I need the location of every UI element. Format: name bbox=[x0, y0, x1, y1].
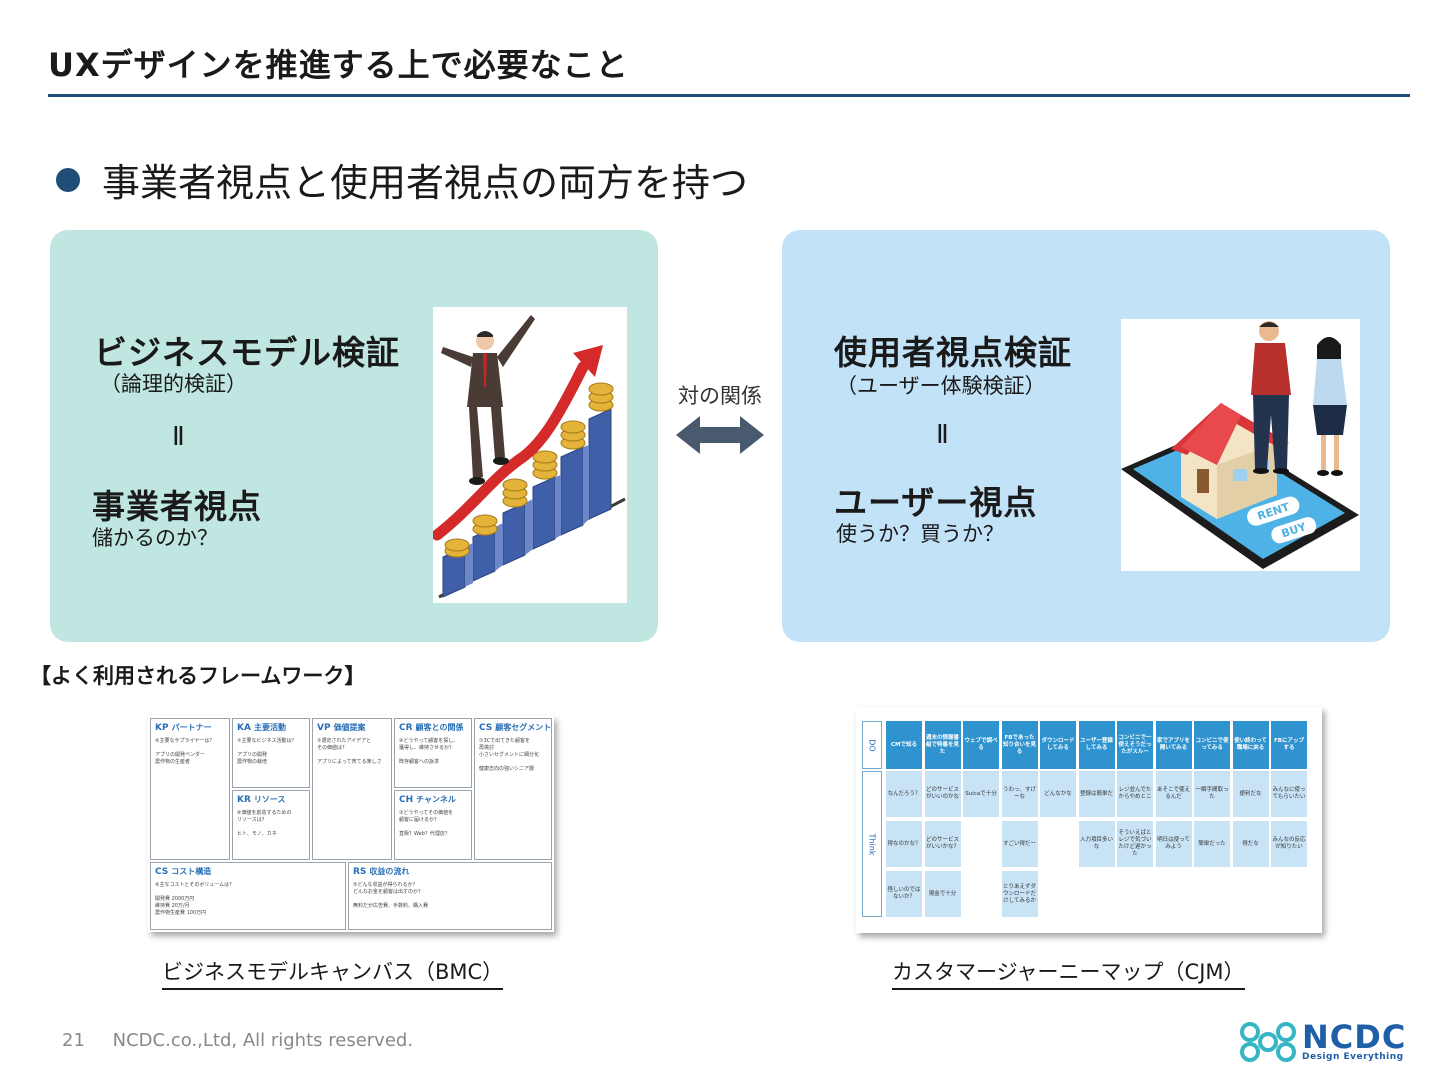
cjm-step-header: ユーザー登録してみる bbox=[1078, 721, 1115, 769]
equals-symbol: Ⅱ bbox=[936, 420, 949, 450]
main-bullet: 事業者視点と使用者視点の両方を持つ bbox=[56, 152, 748, 207]
business-subheading: （論理的検証） bbox=[100, 372, 247, 396]
ncdc-logo-tagline: Design Everything bbox=[1302, 1052, 1404, 1062]
cjm-thought-note: 入力項目多いな bbox=[1078, 821, 1115, 867]
cjm-row-do: DO bbox=[862, 721, 882, 769]
cjm-row-think: Think bbox=[862, 771, 882, 917]
cjm-step-header: コンビニで一使えそうだったがスルー bbox=[1117, 721, 1153, 769]
cjm-step-header: FBにアップする bbox=[1271, 721, 1307, 769]
business-viewpoint-heading: 事業者視点 bbox=[92, 487, 262, 526]
cjm-thought-note: 現金で十分 bbox=[924, 871, 961, 917]
cjm-thought-note: うわっ、すげーな bbox=[1001, 771, 1038, 817]
cjm-step-header: コンビニで使ってみる bbox=[1194, 721, 1230, 769]
ncdc-logo: NCDC Design Everything bbox=[1236, 1018, 1416, 1068]
slide-title: UXデザインを推進する上で必要なこと bbox=[48, 46, 629, 84]
cjm-step-header: ダウンロードしてみる bbox=[1040, 721, 1076, 769]
footer: 21 NCDC.co.,Ltd, All rights reserved. bbox=[62, 1030, 413, 1051]
cjm-thought-note: 得なのかな？ bbox=[886, 821, 922, 867]
cjm-caption: カスタマージャーニーマップ（CJM） bbox=[892, 956, 1245, 990]
relation-label: 対の関係 bbox=[678, 384, 762, 408]
business-heading: ビジネスモデル検証 bbox=[94, 333, 400, 372]
cjm-thought-note: みんなに使ってもらいたい bbox=[1271, 771, 1307, 817]
cjm-step-header: CMで知る bbox=[886, 721, 922, 769]
cjm-thought-note: Suicaで十分 bbox=[963, 771, 999, 817]
cjm-thought-note: すごい得だー bbox=[1001, 821, 1038, 867]
page-number: 21 bbox=[62, 1030, 85, 1051]
cjm-thought-note: そういえばとレジで気づいたけど遅かった bbox=[1117, 821, 1153, 867]
bullet-dot-icon bbox=[56, 167, 80, 192]
cjm-thought-note: 怪しいのではないか？ bbox=[886, 871, 922, 917]
cjm-step-header: ウェブで調べる bbox=[963, 721, 999, 769]
user-subheading: （ユーザー体験検証） bbox=[836, 374, 1046, 398]
cjm-thought-note: あそこで使えるんだ bbox=[1155, 771, 1192, 817]
copyright: NCDC.co.,Ltd, All rights reserved. bbox=[112, 1030, 414, 1051]
house-on-smartphone-illustration: RENT BUY bbox=[1121, 319, 1360, 571]
cjm-thought-note: レジ並んでたからやめとこ bbox=[1117, 771, 1153, 817]
cjm-thought-note: 登録は簡単だ bbox=[1078, 771, 1115, 817]
cjm-thought-note: どのサービスがいいかな？ bbox=[924, 821, 961, 867]
cjm-thought-note: とりあえずダウンロードだけしてみるか bbox=[1001, 871, 1038, 917]
framework-section-label: 【よく利用されるフレームワーク】 bbox=[30, 664, 366, 688]
ncdc-logo-mark-icon bbox=[1240, 1022, 1296, 1062]
cjm-thought-note: 明日は使ってみよう bbox=[1155, 821, 1192, 867]
cjm-thought-note: 便利だな bbox=[1232, 771, 1269, 817]
equals-symbol: Ⅱ bbox=[172, 422, 185, 452]
cjm-thought-note: みんなの反応が知りたい bbox=[1271, 821, 1307, 867]
cjm-thought-note: 簡単だった bbox=[1194, 821, 1230, 867]
ncdc-logo-text: NCDC bbox=[1302, 1018, 1407, 1056]
cjm-thought-note: 一瞬手間取った bbox=[1194, 771, 1230, 817]
cjm-step-header: 使い終わって職場に戻る bbox=[1232, 721, 1269, 769]
business-panel: ビジネスモデル検証 （論理的検証） Ⅱ 事業者視点 儲かるのか？ bbox=[50, 230, 658, 642]
bmc-caption: ビジネスモデルキャンバス（BMC） bbox=[162, 956, 504, 990]
user-viewpoint-question: 使うか？買うか？ bbox=[836, 522, 1004, 546]
growth-chart-businessman-illustration bbox=[433, 307, 627, 603]
double-arrow-icon bbox=[676, 414, 764, 460]
cjm-thought-note: なんだろう？ bbox=[886, 771, 922, 817]
bullet-text: 事業者視点と使用者視点の両方を持つ bbox=[102, 161, 749, 205]
user-panel: 使用者視点検証 （ユーザー体験検証） Ⅱ ユーザー視点 使うか？買うか？ REN… bbox=[782, 230, 1390, 642]
cjm-thought-note: 得だな bbox=[1232, 821, 1269, 867]
cjm-step-header: 家でアプリを開いてみる bbox=[1155, 721, 1192, 769]
user-viewpoint-heading: ユーザー視点 bbox=[834, 483, 1038, 522]
cjm-thought-note: どんなかな bbox=[1040, 771, 1076, 817]
user-heading: 使用者視点検証 bbox=[834, 333, 1072, 372]
business-viewpoint-question: 儲かるのか？ bbox=[92, 526, 218, 550]
cjm-step-header: 週末の情報番組で特番を見た bbox=[924, 721, 961, 769]
cjm-thought-note: どのサービスがいいのかな bbox=[924, 771, 961, 817]
cjm-step-header: FBであった知り合いを見る bbox=[1001, 721, 1038, 769]
title-divider bbox=[48, 94, 1410, 97]
